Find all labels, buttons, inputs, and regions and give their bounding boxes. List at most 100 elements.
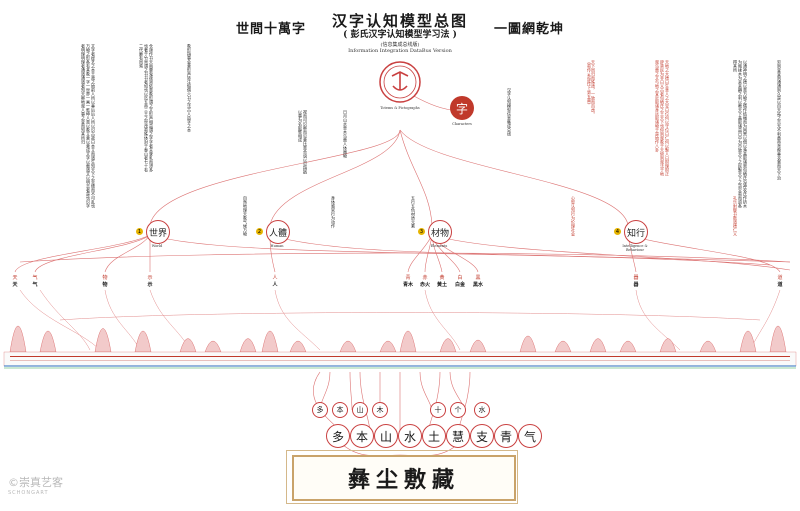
leaf-glyph: 青 [405,275,411,281]
bottom-big-row: 多 本 山 水 土 慧 支 青 气 [326,424,542,448]
leaf-glyph: 器 [633,275,639,281]
leaf-node[interactable]: 气气 [28,274,42,288]
seal-banner: 彝尘敷藏 [292,455,516,501]
leaf-label: 气 [32,282,38,288]
leaf-label: 白金 [454,282,465,288]
big-char-node[interactable]: 气 [518,424,542,448]
leaf-node[interactable]: 天天 [8,274,22,288]
leaf-label: 赤火 [419,282,430,288]
watermark-brand: ©崇真艺客 [8,476,63,489]
text-column-right-1: 天地之大德曰生圣人之大宝曰位何以守位曰仁何以聚人曰财理财正辞禁民为非曰义古者包牺… [655,60,670,176]
small-char-node[interactable]: 水 [474,402,490,418]
text-column-left-4: 视而可识察而见意比类合谊以见指撝以事为名取譬相成 [298,110,308,174]
seal-frame [286,450,518,504]
left-heading: 世間十萬字 [236,22,307,37]
leaf-glyph: 黑 [475,275,481,281]
category-label: Intelligence & Behaviour [622,244,648,252]
text-column-left-3: 象形指事会意形声转注假借六书之法古人造字之本 [187,44,192,132]
big-char-node[interactable]: 慧 [446,424,470,448]
characters-glyph: 字 [455,101,468,116]
small-char-node[interactable]: 十 [430,402,446,418]
big-char-node[interactable]: 多 [326,424,350,448]
page-title: 汉字认知模型总图 [331,12,468,30]
right-heading: 一圖網乾坤 [494,22,565,37]
leaf-node[interactable]: 示示 [143,274,157,288]
leaf-label: 黑水 [472,282,483,288]
category-label: World [151,244,163,248]
leaf-glyph: 人 [272,275,278,281]
leaf-label: 道 [777,282,783,288]
edition-label: (信息集成总线版) [380,42,420,48]
big-char-node[interactable]: 水 [398,424,422,448]
characters-label: Characters [452,122,472,126]
characters-node[interactable]: 字 [450,96,474,120]
leaf-glyph: 赤 [422,275,428,281]
category-glyph: 知行 [624,220,648,244]
big-char-node[interactable]: 山 [374,424,398,448]
small-char-node[interactable]: 木 [372,402,388,418]
leaf-glyph: 道 [777,275,783,281]
leaf-node[interactable]: 器器 [629,274,643,288]
leaf-node[interactable]: 青青木 [401,274,415,288]
text-column-right-3: 穷则变变则通通则久是以自天祐之吉无不利黄帝尧舜垂衣裳而天下治 [777,60,782,180]
text-column-left-1: 文字者经艺之本王政之始前人所以垂后后人所以识古故曰本立而道生知天下之至赜而不可乱… [81,44,96,208]
big-char-node[interactable]: 支 [470,424,494,448]
leaf-node[interactable]: 道道 [773,274,787,288]
text-column-mid-2: 身体感官行为动作 [331,196,336,228]
leaf-glyph: 天 [12,275,18,281]
leaf-node[interactable]: 物物 [98,274,112,288]
small-char-node[interactable]: 山 [352,402,368,418]
text-column-mid-1: 自然地理天象气候万物 [243,196,248,236]
text-column-mid-4: 心智认知行为伦理社会 [571,196,576,236]
small-char-node[interactable]: 多 [312,402,328,418]
bottom-small-row: 多 本 山 木 十 个 水 [312,402,490,418]
watermark: ©崇真艺客 SCHONGART [8,474,63,496]
category-glyph: 世界 [146,220,170,244]
category-number-badge: 3 [418,228,425,235]
root-totem-node[interactable] [378,60,422,104]
leaf-label: 器 [633,282,639,288]
watermark-domain: SCHONGART [8,490,49,496]
leaf-node[interactable]: 人人 [268,274,282,288]
text-column-mid-3: 五行五色材质元素 [411,196,416,228]
edition-label-en: Information Integration DataBus Version [348,48,452,54]
leaf-label: 天 [12,282,18,288]
text-column-center-right: 汉字认知模型信息集成总线 [507,88,512,136]
leaf-label: 人 [272,282,278,288]
leaf-node[interactable]: 黑黑水 [471,274,485,288]
big-char-node[interactable]: 土 [422,424,446,448]
category-glyph: 材物 [428,220,452,244]
page-subtitle: ( 彭氏汉字认知模型学习法 ) [343,30,457,40]
root-totem-label: Totems & Pictographs [380,106,420,110]
leaf-glyph: 示 [147,275,153,281]
text-column-left-2: 仓颉作书天雨粟鬼夜哭依类象形谓之文形声相益谓之字字者言孳乳而浸多也著于竹帛谓之书… [139,44,154,172]
leaf-glyph: 白 [457,275,463,281]
leaf-label: 青木 [402,282,413,288]
leaf-node[interactable]: 白白金 [453,274,467,288]
category-glyph: 人體 [266,220,290,244]
big-char-node[interactable]: 本 [350,424,374,448]
small-char-node[interactable]: 个 [450,402,466,418]
leaf-label: 物 [102,282,108,288]
big-char-node[interactable]: 青 [494,424,518,448]
leaf-glyph: 黄 [439,275,445,281]
category-label: Human [270,244,284,248]
category-number-badge: 2 [256,228,263,235]
text-column-mid-5: 礼乐射御书数道德仁义 [733,196,738,236]
text-column-right-quote: 《易传·系辞传下·第五章》 [587,60,592,107]
leaf-node[interactable]: 赤赤火 [418,274,432,288]
category-label: Elements [430,244,448,248]
text-column-left-5: 日月山水草木鸟兽人体器物 [343,110,348,158]
leaf-node[interactable]: 黄黄土 [435,274,449,288]
text-column-right-quote-2: 天下同归而殊途，一致而百虑。 [591,60,596,116]
leaf-glyph: 物 [102,275,108,281]
leaf-glyph: 气 [32,275,38,281]
text-column-right-2: 以通神明之德以类万物之情作结绳而为网罟以佃以渔盖取诸离包牺氏没神农氏作斫木为耜揉… [733,60,748,208]
category-number-badge: 4 [614,228,621,235]
category-number-badge: 1 [136,228,143,235]
leaf-label: 示 [147,282,153,288]
small-char-node[interactable]: 本 [332,402,348,418]
leaf-label: 黄土 [436,282,447,288]
totem-icon [379,61,421,103]
